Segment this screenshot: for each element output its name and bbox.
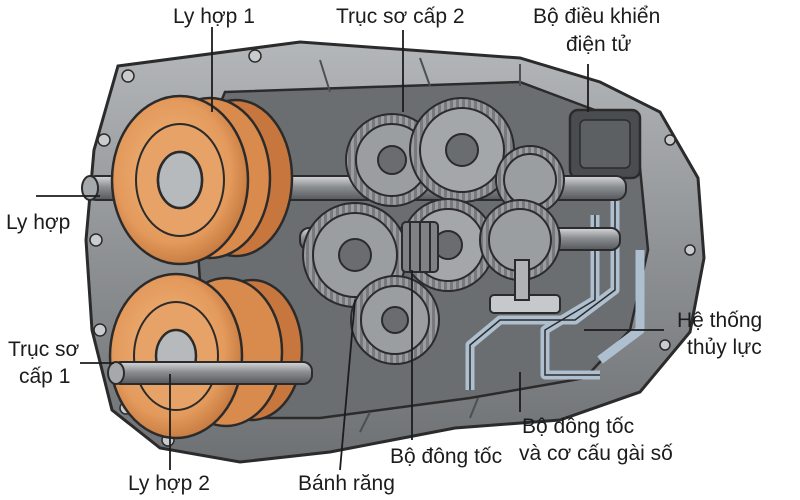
lower-shaft <box>107 361 313 385</box>
shift-mechanism <box>489 259 561 314</box>
label-synchronizer: Bộ đông tốc <box>390 445 503 468</box>
label-primary-shaft-line-2: cấp 1 <box>19 365 71 388</box>
label-clutch-2: Ly hợp 2 <box>128 472 210 495</box>
leader-lines <box>36 27 664 471</box>
clutch-2 <box>108 272 304 440</box>
label-gears: Bánh răng <box>298 472 395 495</box>
label-secondary-shaft-2: Trục sơ cấp 2 <box>336 5 465 28</box>
label-controller-line-1: Bộ điều khiển <box>533 5 661 28</box>
synchronizer-sleeve <box>401 221 439 273</box>
label-synchro-mechanism-line-1: Bộ dồng tốc <box>522 415 635 438</box>
electronic-control-unit <box>568 108 642 180</box>
label-clutch-1: Ly hợp 1 <box>173 5 255 28</box>
label-primary-shaft-line-1: Trục sơ <box>8 338 80 361</box>
label-hydraulic-line-1: Hệ thống <box>677 309 763 332</box>
label-clutch: Ly hợp <box>6 211 71 234</box>
label-hydraulic-line-2: thủy lực <box>687 336 762 359</box>
label-synchro-mechanism-line-2: và cơ cấu gài số <box>519 442 673 465</box>
label-controller-line-2: điện tử <box>566 33 632 56</box>
clutch-1 <box>110 94 294 266</box>
